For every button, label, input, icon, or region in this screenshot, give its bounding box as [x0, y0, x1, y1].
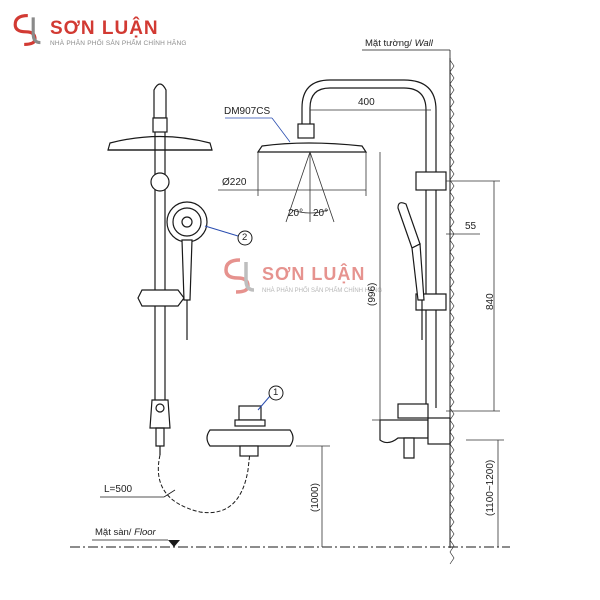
front-diverter — [149, 399, 171, 429]
side-hand-shower — [397, 202, 425, 340]
front-head-joint — [152, 117, 168, 133]
dim-rail — [446, 180, 504, 547]
floor-label: Mặt sàn/ Floor — [95, 527, 156, 538]
side-upper-collar — [415, 171, 447, 191]
side-riser — [256, 79, 447, 408]
wall — [362, 49, 455, 565]
wall-label: Mặt tường/ Wall — [365, 38, 433, 49]
watermark-name: SƠN LUẬN — [262, 264, 366, 284]
brand-tagline: NHÀ PHÂN PHỐI SẢN PHẨM CHÍNH HÃNG — [50, 40, 187, 47]
arm-length-label: 400 — [358, 97, 375, 108]
front-hand-shower-handle — [181, 239, 193, 301]
mount-range-label: (1100~1200) — [485, 459, 496, 516]
side-head-joint — [297, 123, 315, 139]
angle-left-label: 20° — [288, 208, 304, 219]
mixer-lever — [238, 405, 262, 421]
angle-right-label: 20° — [313, 208, 329, 219]
callout-1-label: 1 — [273, 387, 279, 398]
front-hose — [157, 451, 251, 514]
diameter-label: Ø220 — [222, 177, 247, 188]
mixer-body — [206, 429, 294, 447]
rail-height-label: 840 — [485, 293, 496, 310]
hose-length-label: L=500 — [104, 484, 133, 495]
floor-marker — [168, 540, 180, 547]
wall-label-en: Wall — [414, 38, 433, 49]
callout-2-label: 2 — [242, 232, 248, 243]
watermark-tagline: NHÀ PHÂN PHỐI SẢN PHẨM CHÍNH HÃNG — [262, 288, 383, 294]
mixer-height-label: (1000) — [310, 483, 321, 512]
holder-offset-label: 55 — [465, 221, 477, 232]
model-label: DM907CS — [224, 106, 271, 117]
brand-name: SƠN LUẬN — [50, 18, 159, 39]
head-drop-label: (996) — [367, 282, 378, 306]
floor-label-vi: Mặt sàn/ — [95, 527, 132, 538]
front-slide-holder — [137, 289, 185, 307]
wall-label-vi: Mặt tường/ — [365, 38, 412, 49]
side-arm-outer — [309, 87, 427, 408]
spray-angle — [285, 151, 335, 223]
watermark-logo-icon — [224, 258, 255, 294]
side-overhead-head — [256, 142, 368, 153]
front-overhead-head — [107, 135, 213, 151]
mixer-spout — [239, 445, 259, 457]
front-joint-ring — [150, 172, 170, 192]
callout-2 — [204, 225, 253, 246]
dim-head-drop — [372, 152, 400, 421]
front-top-cap — [153, 83, 167, 119]
callout-1 — [257, 385, 284, 411]
side-mixer — [379, 403, 451, 459]
side-arm-inner — [301, 79, 437, 408]
front-view — [107, 83, 213, 455]
dim-diameter — [218, 152, 367, 196]
floor-label-en: Floor — [134, 527, 156, 538]
front-mixer — [206, 405, 294, 457]
brand-logo-icon — [13, 14, 41, 46]
dim-mixer-height — [296, 445, 330, 547]
